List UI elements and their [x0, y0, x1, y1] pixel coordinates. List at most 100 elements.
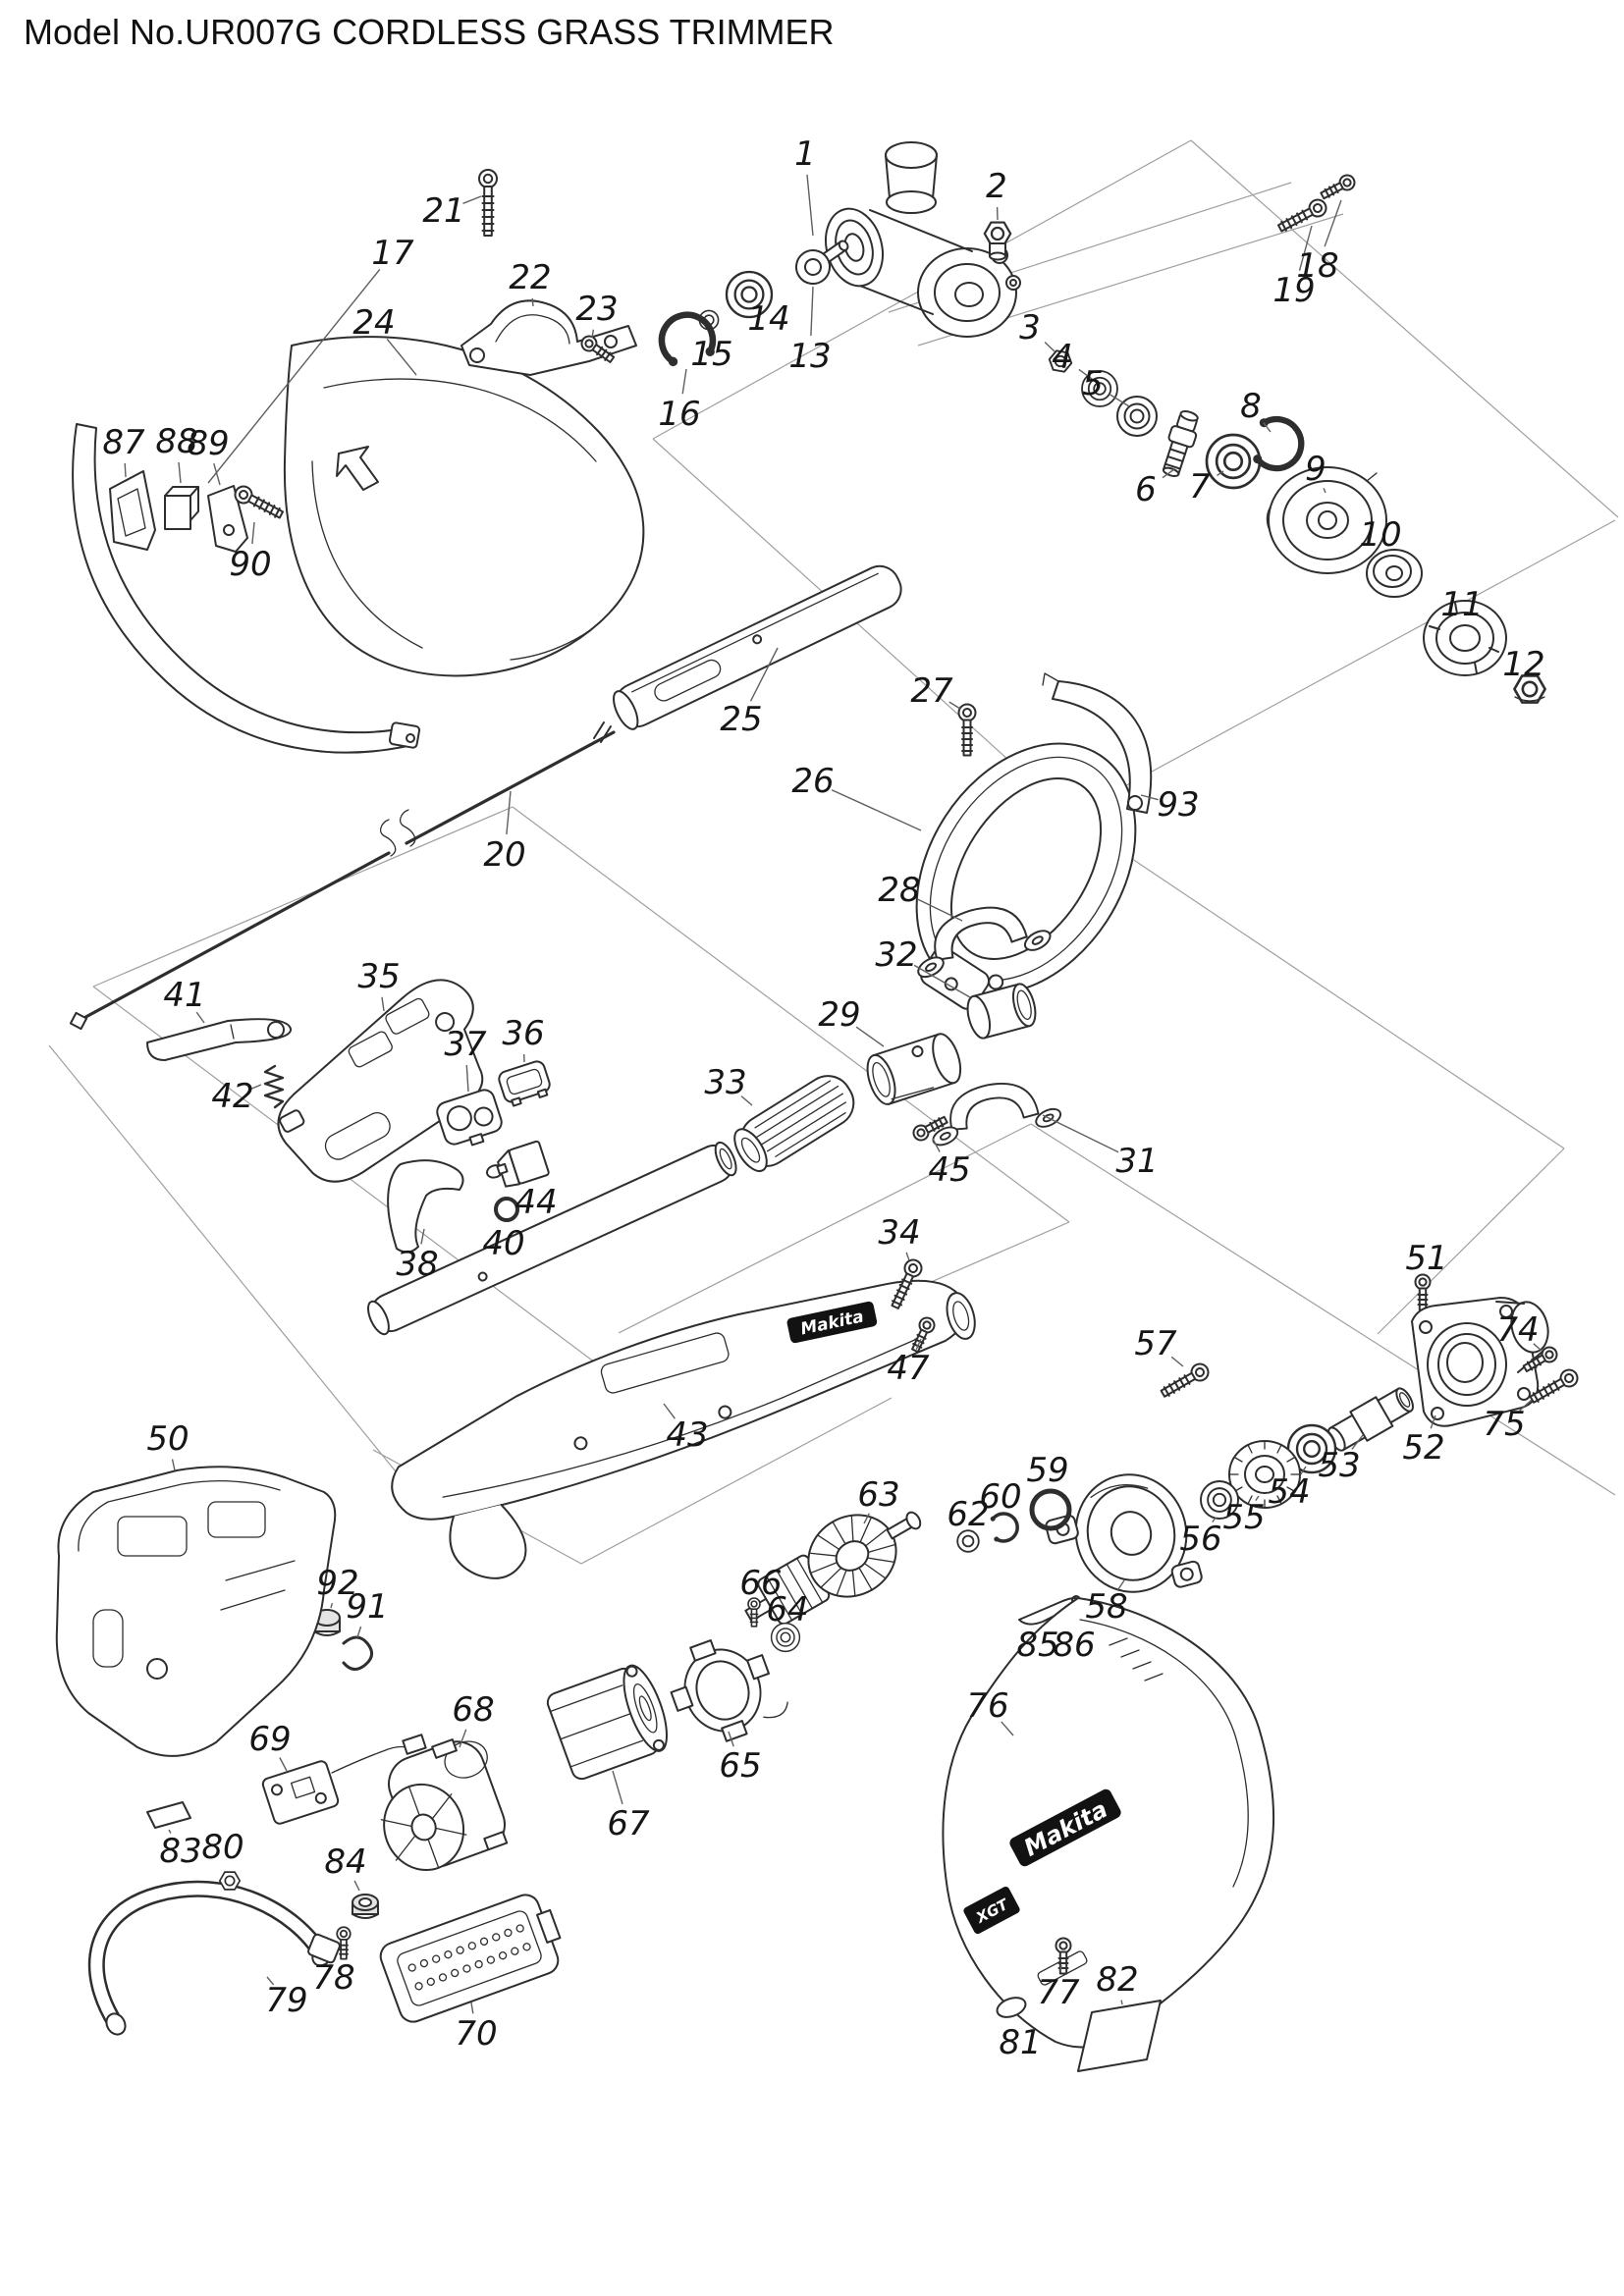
leader-line-92	[330, 1603, 333, 1609]
leader-line-69	[279, 1757, 288, 1772]
leader-line-29	[855, 1026, 885, 1047]
leader-line-65	[728, 1731, 734, 1747]
construction-lines	[48, 139, 1619, 1565]
part-screw-21	[478, 169, 498, 237]
part-label-18: 18	[1296, 246, 1338, 286]
part-label-78: 78	[312, 1958, 354, 1998]
part-label-82: 82	[1096, 1960, 1138, 2000]
leader-line-41	[195, 1011, 205, 1024]
leader-line-21	[462, 195, 482, 204]
part-label-60: 60	[979, 1477, 1021, 1517]
part-label-20: 20	[483, 835, 525, 875]
part-label-90: 90	[229, 545, 271, 584]
part-label-25: 25	[720, 700, 762, 739]
part-housing-50	[55, 1466, 337, 1757]
leader-line-23	[591, 329, 595, 339]
part-motor-housing-upper-43: Makita	[391, 1279, 976, 1579]
part-label-77: 77	[1037, 1973, 1080, 2012]
part-pinion-13	[795, 240, 849, 285]
leader-line-31	[1042, 1114, 1119, 1153]
part-label-93: 93	[1157, 785, 1199, 825]
part-label-38: 38	[396, 1245, 438, 1284]
part-label-56: 56	[1179, 1520, 1221, 1559]
part-cover-76: Makita XGT	[942, 1597, 1275, 2049]
part-label-32: 32	[875, 935, 917, 975]
part-washer-10	[1366, 549, 1423, 598]
part-grip-33	[733, 1075, 855, 1172]
part-clutch-housing-58	[1045, 1473, 1203, 1593]
part-nut-80	[218, 1871, 242, 1891]
part-label-23: 23	[575, 290, 618, 329]
part-label-45: 45	[928, 1150, 970, 1190]
part-motor-end-housing-68	[380, 1738, 509, 1871]
guard-arrow-icon	[336, 446, 379, 491]
leader-line-26	[831, 789, 922, 831]
part-handle-housing-35	[277, 979, 484, 1183]
part-label-7: 7	[1189, 467, 1211, 507]
leader-line-20	[506, 790, 512, 835]
part-label-15: 15	[690, 335, 732, 374]
part-spring-42	[263, 1064, 285, 1109]
illustrations: Makita	[55, 141, 1582, 2072]
part-label-67: 67	[607, 1804, 650, 1843]
part-label-47: 47	[887, 1349, 930, 1388]
part-label-54: 54	[1268, 1472, 1310, 1512]
leader-line-27	[948, 701, 961, 710]
part-plate-89	[207, 485, 248, 553]
leader-line-83	[168, 1829, 172, 1834]
leader-line-89	[213, 463, 221, 486]
part-label-22: 22	[509, 258, 551, 297]
part-label-5: 5	[1082, 364, 1104, 403]
leader-line-19	[1298, 225, 1313, 271]
leader-line-3	[1044, 341, 1056, 352]
part-handle-bar-79	[87, 1880, 341, 2036]
leader-line-5	[1110, 394, 1130, 407]
leader-line-75	[1519, 1399, 1533, 1412]
leader-line-17	[207, 268, 381, 484]
part-label-83: 83	[159, 1832, 201, 1871]
leader-line-82	[1120, 2000, 1123, 2005]
part-loop-handle-26	[915, 742, 1137, 1010]
part-label-37: 37	[444, 1025, 487, 1064]
part-collar-32	[966, 974, 1037, 1040]
leader-line-4	[1078, 368, 1093, 380]
leader-line-70	[470, 2002, 474, 2014]
part-label-42: 42	[211, 1077, 253, 1116]
part-label-66: 66	[739, 1564, 782, 1603]
part-armature-63	[744, 1511, 922, 1626]
part-gear-case-1	[825, 141, 1021, 338]
part-label-24: 24	[352, 303, 395, 343]
leader-line-34	[905, 1252, 910, 1261]
part-screw-27	[957, 703, 977, 757]
part-controller-70	[379, 1894, 562, 2023]
part-stator-67	[546, 1664, 668, 1781]
leader-line-45	[932, 1138, 941, 1152]
leader-line-58	[1117, 1579, 1125, 1590]
leader-line-91	[356, 1626, 362, 1638]
part-label-33: 33	[704, 1063, 746, 1102]
part-label-65: 65	[719, 1746, 761, 1786]
leader-line-55	[1255, 1495, 1260, 1501]
part-screw-57	[1158, 1360, 1213, 1403]
leader-line-6	[1162, 468, 1175, 479]
part-bolt-2	[983, 221, 1012, 261]
leader-line-8	[1263, 422, 1272, 433]
part-bracket-87	[109, 470, 156, 551]
part-label-89: 89	[187, 424, 229, 463]
leader-line-74	[1533, 1343, 1543, 1352]
part-label-13: 13	[788, 337, 831, 376]
part-brush-holder-65	[670, 1639, 788, 1742]
part-cap-36	[498, 1060, 551, 1107]
part-label-21: 21	[422, 191, 464, 231]
leader-line-35	[381, 996, 385, 1012]
part-label-3: 3	[1019, 308, 1041, 347]
part-sleeve-29	[866, 1033, 962, 1105]
part-pipe-25	[613, 564, 902, 730]
leader-line-88	[178, 461, 182, 484]
leader-line-90	[251, 521, 255, 545]
leader-line-22	[531, 297, 534, 307]
leader-line-28	[917, 898, 963, 922]
leader-line-56	[1212, 1517, 1217, 1522]
part-label-12: 12	[1502, 645, 1544, 684]
